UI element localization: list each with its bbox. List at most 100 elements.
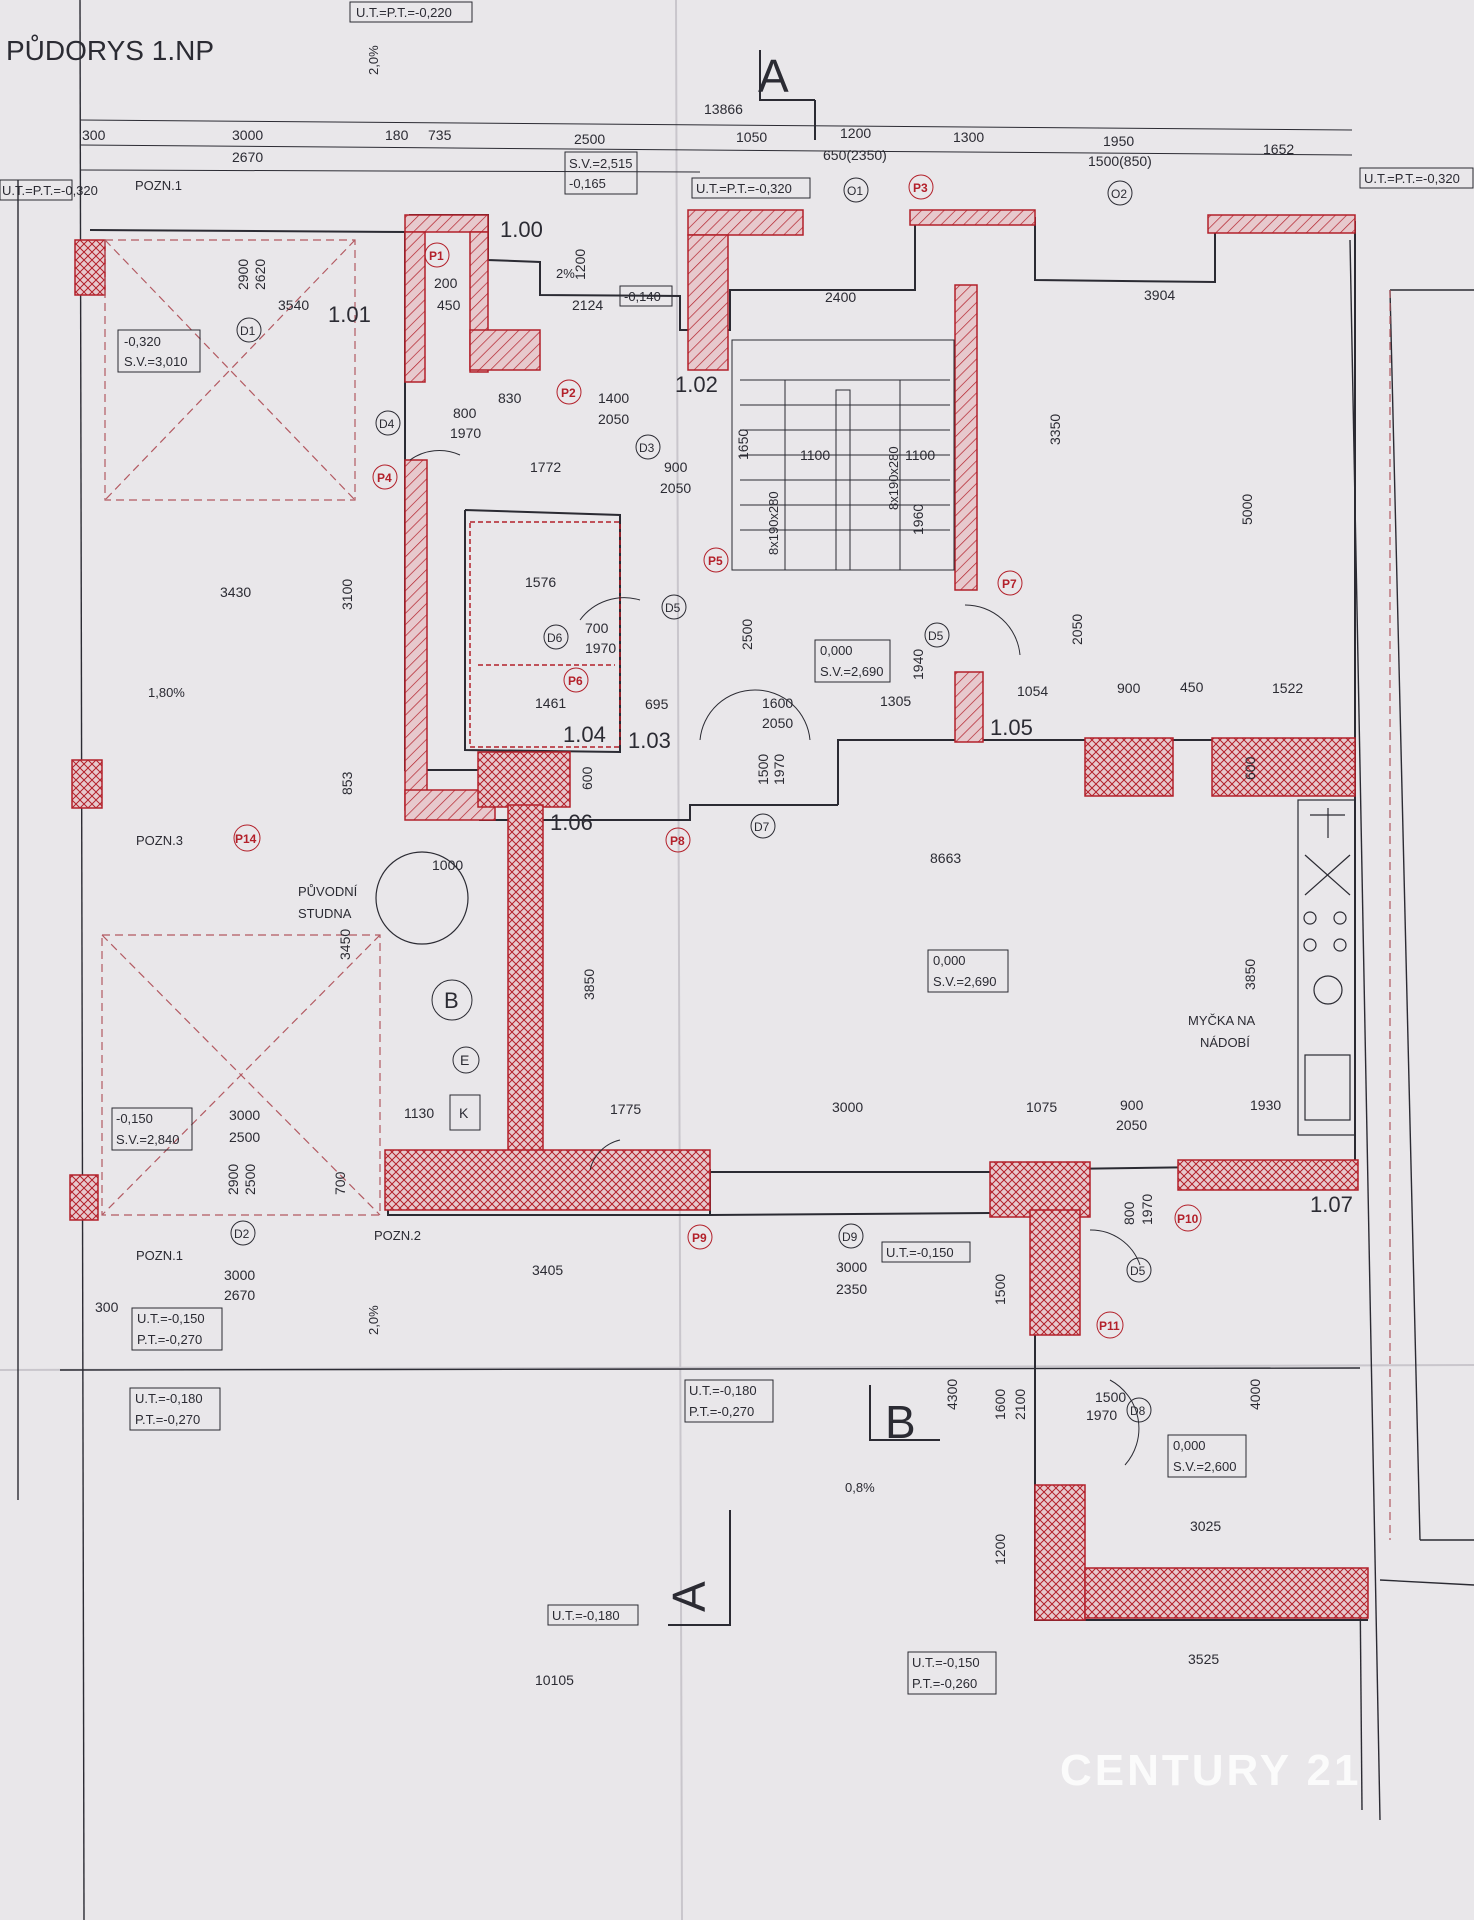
svg-text:P8: P8 — [670, 834, 685, 848]
dim-1054: 1054 — [1017, 683, 1048, 699]
dim-1075: 1075 — [1026, 1099, 1057, 1115]
svg-text:P10: P10 — [1177, 1212, 1199, 1226]
note-mycka-2: NÁDOBÍ — [1200, 1035, 1250, 1050]
note-pozn2: POZN.2 — [374, 1228, 421, 1243]
dim-900a: 900 — [664, 459, 688, 475]
dim-3025: 3025 — [1190, 1518, 1221, 1534]
bathroom-block — [469, 521, 621, 748]
level-bottom-left-2: P.T.=-0,270 — [137, 1332, 202, 1347]
dim-2900: 2900 — [235, 259, 251, 290]
dim-3000d: 3000 — [836, 1259, 867, 1275]
dim-800a: 800 — [453, 405, 477, 421]
dim-t5: 735 — [428, 127, 452, 143]
dim-t3: 2670 — [232, 149, 263, 165]
tag-p4: P4 — [372, 464, 398, 490]
section-marker-b: B — [885, 1396, 916, 1448]
level-room-103-a: 0,000 — [820, 643, 853, 658]
svg-text:D7: D7 — [754, 820, 770, 834]
dim-top-total: 13866 — [704, 101, 743, 117]
svg-text:P14: P14 — [235, 832, 257, 846]
level-neg-140: -0,140 — [624, 289, 661, 304]
dim-2620: 2620 — [252, 259, 268, 290]
level-bottom-left-3: U.T.=-0,180 — [135, 1391, 203, 1406]
tag-d9: D9 — [838, 1223, 864, 1249]
dim-1970d: 1970 — [1139, 1194, 1155, 1225]
circle-b: B — [444, 988, 459, 1013]
dim-830: 830 — [498, 390, 522, 406]
svg-text:D5: D5 — [1130, 1264, 1146, 1278]
notes: POZN.1 POZN.1 POZN.2 POZN.3 PŮVODNÍ STUD… — [135, 45, 1256, 1495]
section-marker-a-top: A — [758, 50, 789, 102]
door-swings — [409, 450, 1141, 1466]
svg-text:D3: D3 — [639, 441, 655, 455]
dim-1600: 1600 — [762, 695, 793, 711]
svg-text:D2: D2 — [234, 1227, 250, 1241]
level-top-right: U.T.=P.T.=-0,320 — [1364, 171, 1460, 186]
svg-text:D5: D5 — [928, 629, 944, 643]
dim-3350: 3350 — [1047, 414, 1063, 445]
svg-text:P2: P2 — [561, 386, 576, 400]
red-tags: P1 P2 P3 P4 P5 P6 P7 P8 P9 P10 P11 P14 — [233, 174, 1202, 1339]
svg-text:D9: D9 — [842, 1230, 858, 1244]
dim-t12: 1500(850) — [1088, 153, 1152, 169]
dim-t2: 3000 — [232, 127, 263, 143]
dim-1130: 1130 — [404, 1105, 434, 1121]
dimensions: 13866 300 3000 2670 180 735 2500 1050 12… — [82, 101, 1303, 1688]
tag-d6: D6 — [543, 624, 569, 650]
dim-1775: 1775 — [610, 1101, 641, 1117]
dim-t7: 1050 — [736, 129, 767, 145]
room-1-05: 1.05 — [990, 715, 1033, 740]
note-pozn3: POZN.3 — [136, 833, 183, 848]
dim-900c: 900 — [1120, 1097, 1144, 1113]
slope-top: 2,0% — [366, 45, 381, 75]
staircase — [731, 339, 955, 571]
tag-p11: P11 — [1096, 1311, 1124, 1339]
dim-t10: 1300 — [953, 129, 984, 145]
svg-text:D8: D8 — [1130, 1404, 1146, 1418]
dim-2500b: 2500 — [242, 1164, 258, 1195]
dim-1576: 1576 — [525, 574, 556, 590]
dim-700: 700 — [585, 620, 609, 636]
room-1-00: 1.00 — [500, 217, 543, 242]
tag-o2: O2 — [1107, 180, 1133, 206]
svg-text:P4: P4 — [377, 471, 392, 485]
plan-title: PŮDORYS 1.NP — [6, 34, 214, 66]
dim-1970a: 1970 — [450, 425, 481, 441]
kitchen-counter — [1297, 799, 1356, 1136]
dim-3540: 3540 — [278, 297, 309, 313]
dim-2350: 2350 — [836, 1281, 867, 1297]
dim-2050c: 2050 — [660, 480, 691, 496]
tag-d4: D4 — [375, 410, 401, 436]
svg-text:P9: P9 — [692, 1231, 707, 1245]
svg-text:P5: P5 — [708, 554, 723, 568]
level-left-b: S.V.=3,010 — [124, 354, 188, 369]
section-marker-a-bottom: A — [663, 1581, 715, 1612]
dim-2670b: 2670 — [224, 1287, 255, 1303]
dim-800b: 800 — [1121, 1201, 1137, 1225]
tag-d1: D1 — [236, 317, 262, 343]
dim-3000a: 3000 — [229, 1107, 260, 1123]
dim-t6: 2500 — [574, 131, 605, 147]
dim-3904: 3904 — [1144, 287, 1175, 303]
dim-1500b: 1500 — [755, 754, 771, 785]
level-sv-top-b: -0,165 — [569, 176, 606, 191]
dim-2050d: 2050 — [762, 715, 793, 731]
tag-d8: D8 — [1126, 1397, 1152, 1423]
dim-2100: 2100 — [1012, 1389, 1028, 1420]
dim-5000: 5000 — [1239, 494, 1255, 525]
tag-p3: P3 — [908, 174, 934, 200]
level-bottom-left-4: P.T.=-0,270 — [135, 1412, 200, 1427]
dim-3450: 3450 — [337, 929, 353, 960]
dim-450: 450 — [437, 297, 461, 313]
circle-e: E — [460, 1052, 469, 1068]
slope-entry: 2% — [556, 266, 575, 281]
level-bottom-right-2: P.T.=-0,260 — [912, 1676, 977, 1691]
dim-3000c: 3000 — [224, 1267, 255, 1283]
box-k: K — [459, 1105, 469, 1121]
level-room-103-b: S.V.=2,690 — [820, 664, 884, 679]
dim-300b: 300 — [95, 1299, 119, 1315]
hatched-walls — [69, 209, 1369, 1621]
tag-d7: D7 — [750, 813, 776, 839]
note-studna-2: STUDNA — [298, 906, 352, 921]
dim-2050f: 2050 — [1069, 614, 1085, 645]
